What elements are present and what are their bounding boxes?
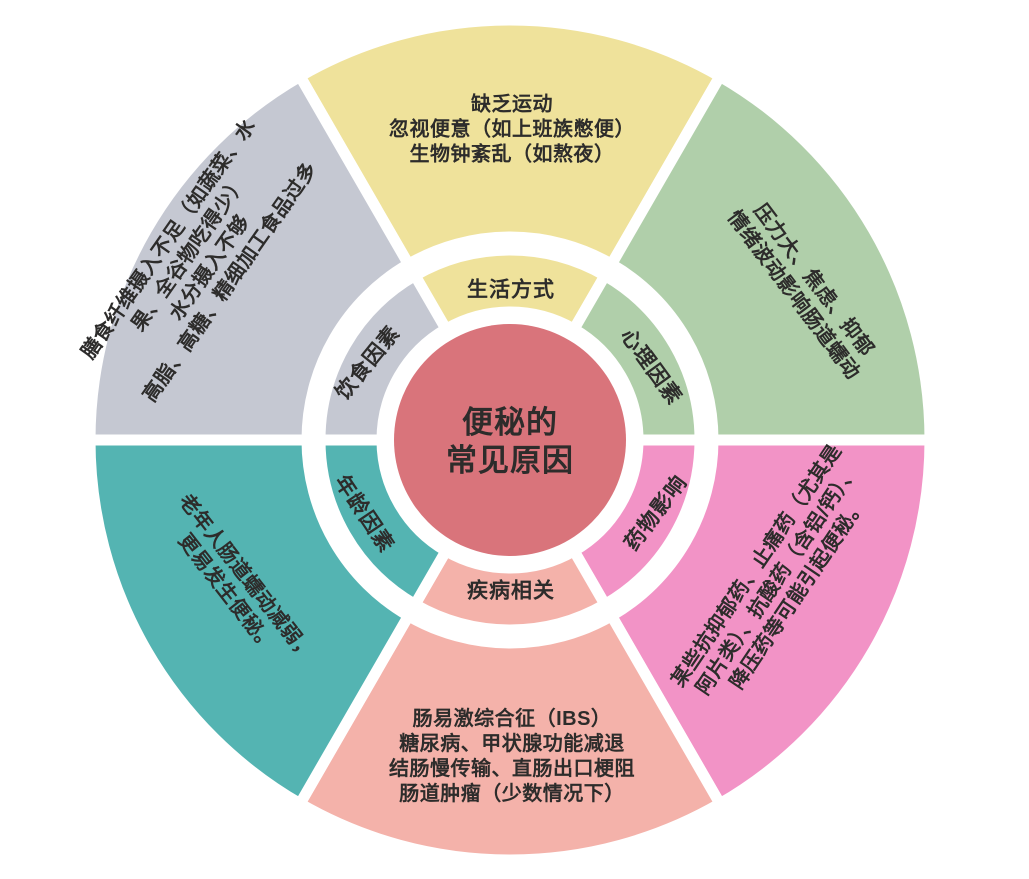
outer-sector-disease	[294, 610, 726, 866]
center-circle	[394, 324, 626, 556]
detail-line: 肠道肿瘤（少数情况下）	[399, 783, 625, 805]
detail-disease: 肠易激综合征（IBS） 糖尿病、甲状腺功能减退 结肠慢传输、直肠出口梗阻 肠道肿…	[389, 707, 635, 807]
inner-label-disease: 疾病相关	[467, 579, 555, 603]
center-title-line: 常见原因	[446, 443, 574, 478]
detail-line: 生物钟紊乱（如熬夜）	[409, 143, 615, 166]
outer-sector-lifestyle	[294, 14, 726, 270]
detail-lifestyle: 缺乏运动 忽视便意（如上班族憋便） 生物钟紊乱（如熬夜）	[389, 93, 635, 168]
detail-line: 肠易激综合征（IBS）	[412, 708, 612, 730]
detail-line: 缺乏运动	[471, 93, 553, 116]
detail-line: 结肠慢传输、直肠出口梗阻	[389, 758, 635, 780]
center-title: 便秘的 常见原因	[446, 404, 574, 480]
outer-sector-diet	[84, 70, 414, 446]
outer-sector-psychological	[606, 70, 936, 446]
inner-sector-diet	[314, 270, 452, 446]
outer-sector-medication	[606, 434, 936, 810]
inner-label-lifestyle: 生活方式	[467, 278, 555, 302]
detail-line: 糖尿病、甲状腺功能减退	[399, 733, 625, 755]
outer-sector-age	[84, 434, 414, 810]
center-title-line: 便秘的	[462, 405, 558, 440]
detail-line: 忽视便意（如上班族憋便）	[389, 118, 635, 141]
